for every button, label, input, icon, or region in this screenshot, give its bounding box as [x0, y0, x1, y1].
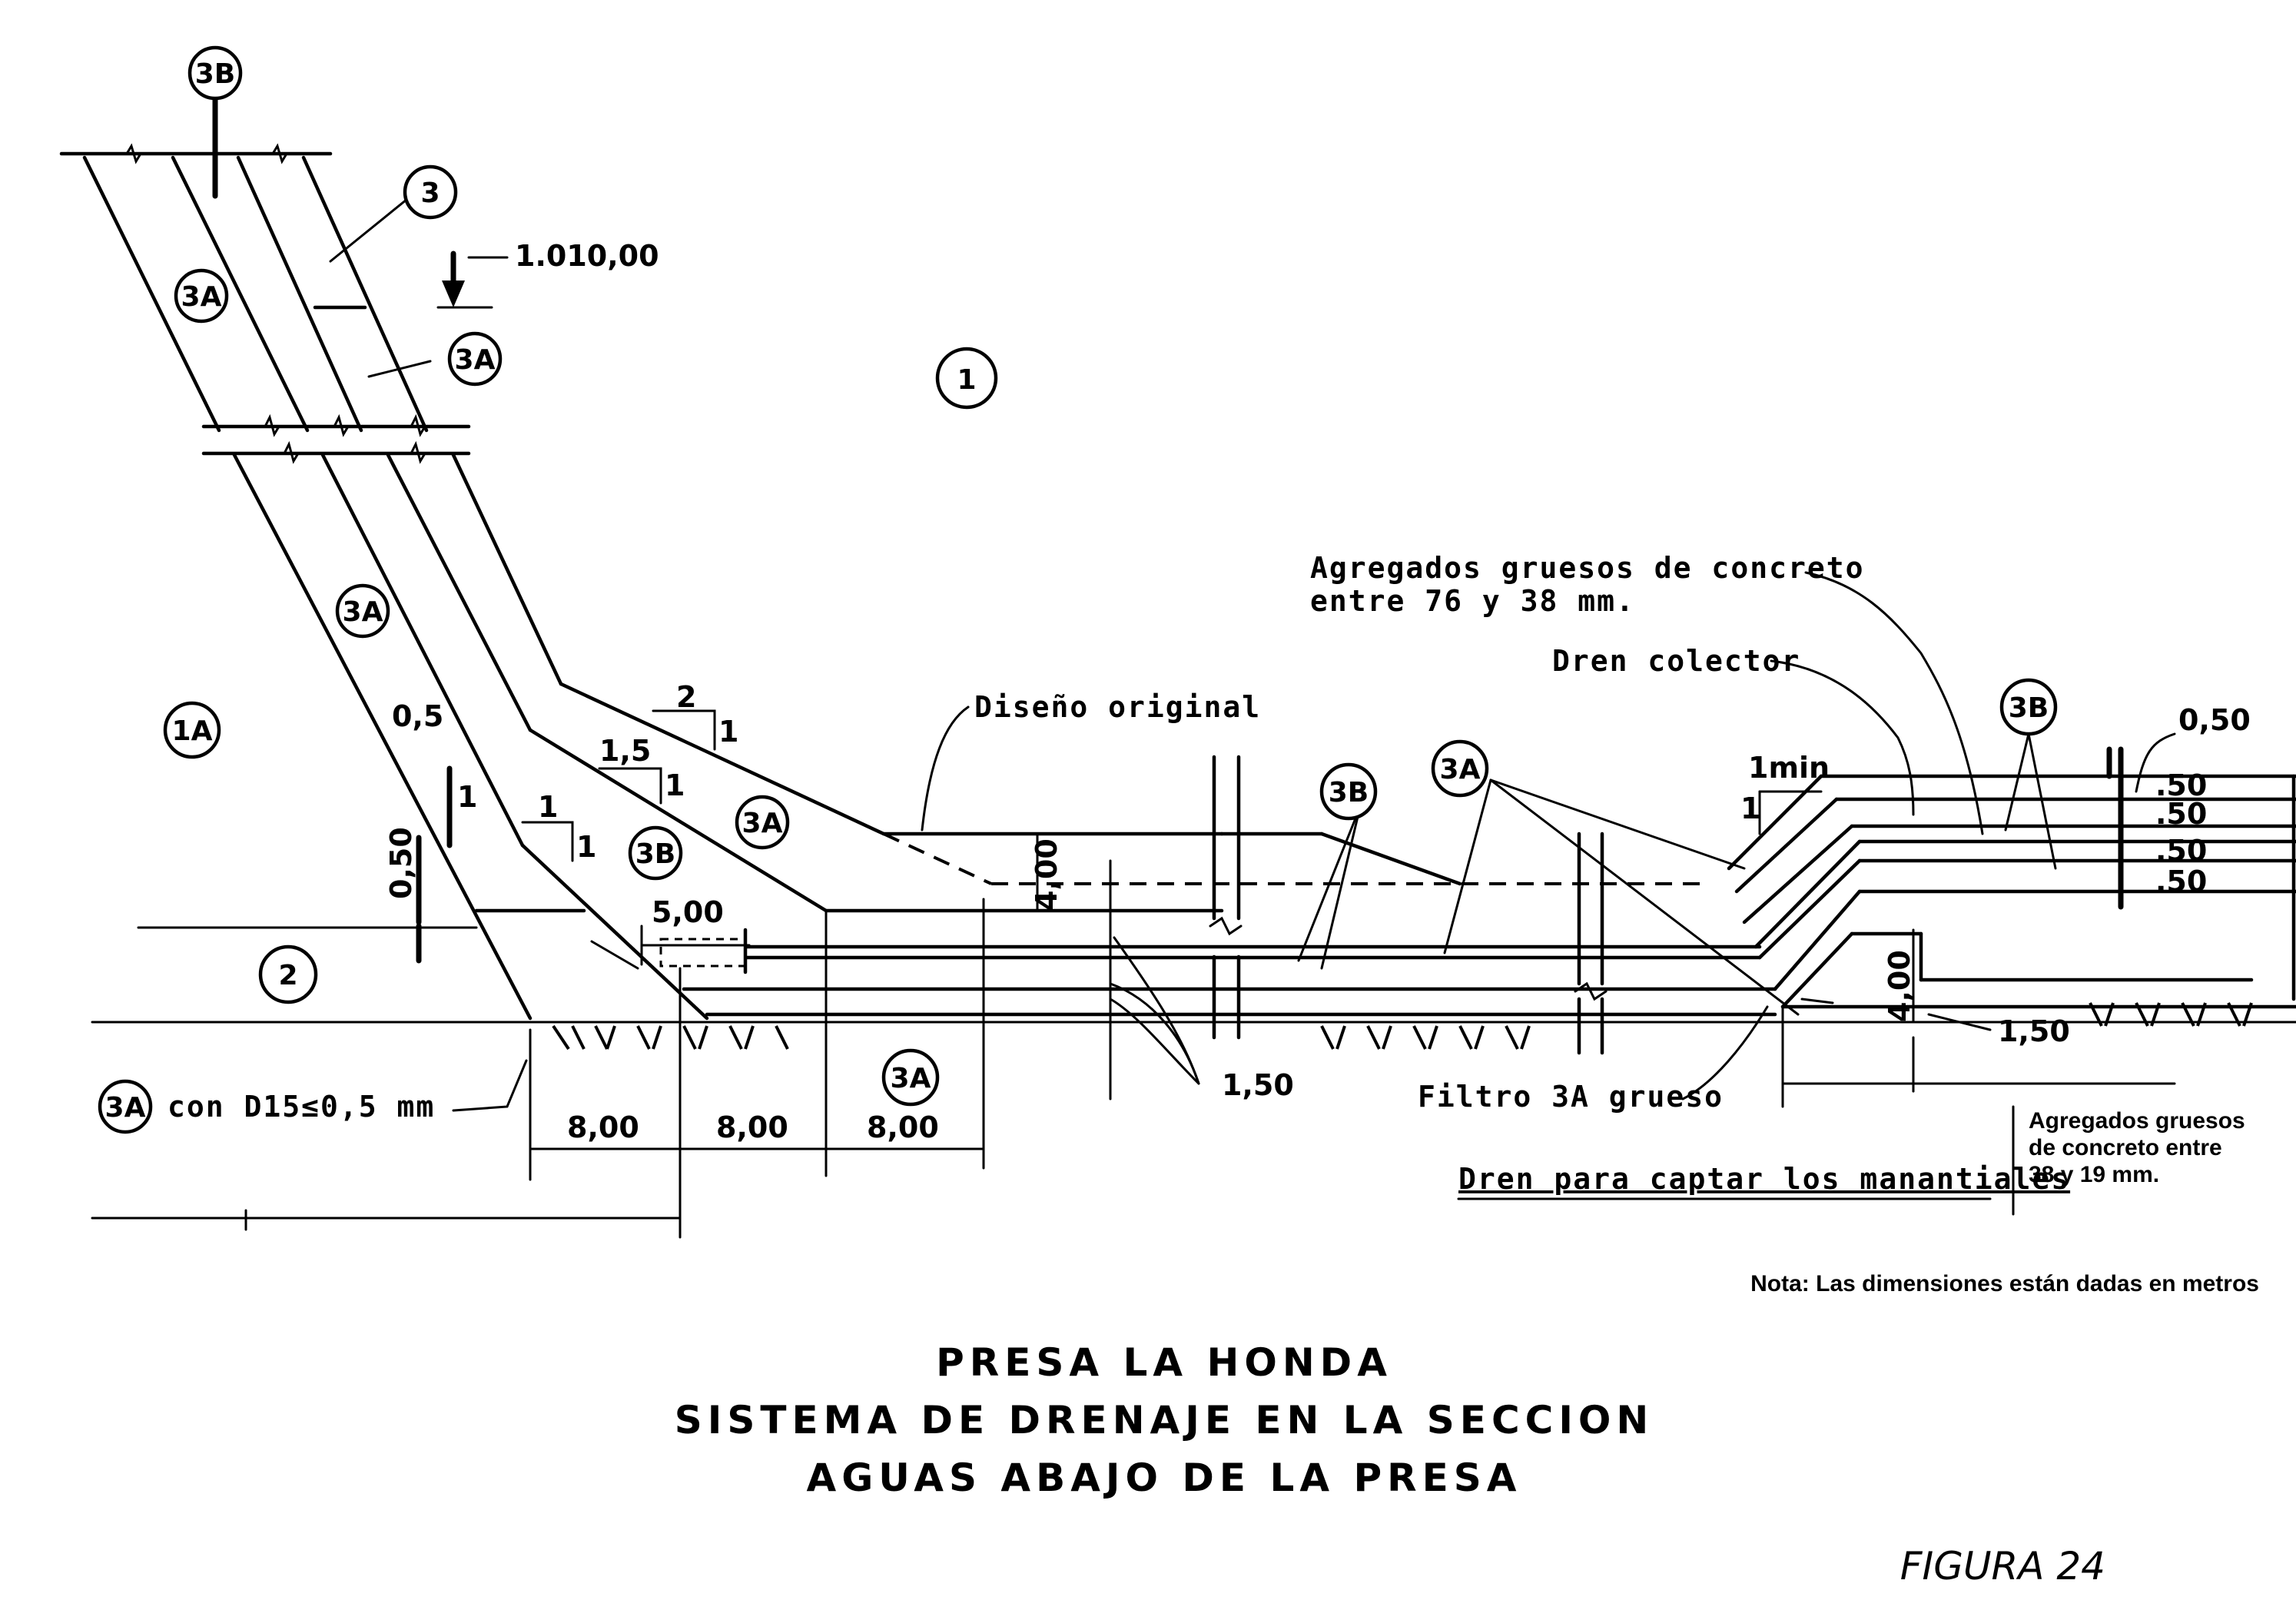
agregados-76-38-line1: Agregados gruesos de concreto: [1310, 551, 1864, 585]
dim-050-right: 0,50: [2178, 703, 2251, 737]
agregados-38-19-line1: Agregados gruesos: [2029, 1108, 2245, 1134]
title-block: PRESA LA HONDA SISTEMA DE DRENAJE EN LA …: [675, 1340, 2105, 1588]
leader-lines: [329, 194, 2176, 1112]
agregados-38-19-line2: de concreto entre: [2029, 1135, 2222, 1160]
slope-one-c: 1: [538, 790, 558, 824]
zone-3a-filter-left: 3A: [98, 1079, 153, 1134]
svg-text:3B: 3B: [2009, 692, 2049, 724]
dimension-texts: 1.010,00 8,00 8,00 8,00 5,00 4,00 4,00 1…: [384, 239, 2251, 1144]
slope-geometry: [232, 453, 1224, 1021]
zone-3a-left-upper: 3A: [174, 268, 229, 324]
zone-3b-top: 3B: [187, 45, 243, 101]
zone-3a-right-upper: 3A: [447, 331, 503, 387]
dim-8-c: 8,00: [867, 1110, 939, 1144]
svg-text:3: 3: [420, 178, 440, 209]
agregados-38-19-line3: 38 y 19 mm.: [2029, 1162, 2159, 1187]
zone-3a-toe: 3A: [735, 795, 790, 850]
layer-50-4: .50: [2155, 865, 2207, 898]
title-line3: AGUAS ABAJO DE LA PRESA: [807, 1456, 1522, 1500]
zone-3a-bottom: 3A: [881, 1048, 940, 1107]
svg-text:1A: 1A: [172, 715, 213, 747]
dim-150-b: 1,50: [1998, 1014, 2070, 1048]
slope-one-e: 1: [457, 780, 477, 814]
svg-text:3A: 3A: [105, 1092, 146, 1124]
svg-text:3A: 3A: [1440, 754, 1481, 785]
ground-line: [91, 926, 2296, 1051]
svg-text:1: 1: [957, 364, 976, 396]
zone-3b-right: 3B: [1999, 678, 2058, 736]
svg-text:2: 2: [278, 960, 297, 991]
title-line2: SISTEMA DE DRENAJE EN LA SECCION: [675, 1398, 1654, 1442]
svg-text:3B: 3B: [195, 58, 236, 90]
svg-text:3B: 3B: [1329, 777, 1369, 808]
con-d15: con D15≤0,5 mm: [168, 1090, 435, 1124]
svg-text:3A: 3A: [455, 344, 496, 376]
slope-one-f: 1: [1740, 792, 1760, 825]
upper-filter-bands: [59, 143, 429, 433]
dim-8-b: 8,00: [716, 1110, 788, 1144]
zone-1: 1: [935, 347, 998, 410]
layer-50-1: .50: [2155, 768, 2207, 802]
dim-150-a: 1,50: [1222, 1068, 1294, 1102]
dimension-lines: [91, 93, 2176, 1239]
title-line1: PRESA LA HONDA: [936, 1340, 1392, 1385]
layer-50-3: .50: [2155, 834, 2207, 868]
svg-text:3A: 3A: [181, 281, 222, 313]
elevation-label: 1.010,00: [515, 239, 659, 273]
zone-1a: 1A: [163, 701, 221, 759]
break-lines: [201, 413, 471, 464]
dim-4-a: 4,00: [1030, 838, 1063, 911]
slope-1min: 1min: [1748, 751, 1830, 785]
zone-3a-drain: 3A: [1431, 739, 1489, 798]
zone-3-top: 3: [403, 164, 458, 220]
agregados-76-38-line2: entre 76 y 38 mm.: [1310, 584, 1635, 618]
dren-colector: Dren colector: [1552, 644, 1800, 678]
layer-50-2: .50: [2155, 797, 2207, 831]
slope-one-b: 1: [665, 768, 685, 802]
filtro-3a-grueso: Filtro 3A grueso: [1418, 1080, 1724, 1114]
slope-one-d: 1: [576, 830, 596, 864]
annotation-texts: Agregados gruesos de concreto entre 76 y…: [168, 551, 2259, 1296]
svg-text:3A: 3A: [742, 808, 783, 839]
dim-8-a: 8,00: [567, 1110, 639, 1144]
slope-2: 2: [676, 680, 696, 714]
dren-manantiales: Dren para captar los manantiales: [1458, 1162, 2070, 1196]
svg-text:3A: 3A: [343, 596, 383, 628]
zone-3b-mid: 3B: [628, 825, 683, 881]
figure-label: FIGURA 24: [1900, 1544, 2105, 1588]
dim-4-b: 4,00: [1883, 950, 1916, 1022]
slope-15: 1,5: [599, 734, 651, 768]
zone-labels: 3B 3 3A 3A 1 3A 1A 3B: [98, 45, 2058, 1134]
dim-5: 5,00: [652, 895, 724, 929]
units-note: Nota: Las dimensiones están dadas en met…: [1750, 1271, 2259, 1296]
zone-3b-drain: 3B: [1319, 762, 1378, 821]
svg-text:3A: 3A: [891, 1063, 931, 1094]
dim-050-vertical: 0,50: [384, 827, 418, 899]
zone-3a-mid: 3A: [335, 583, 390, 639]
slope-05: 0,5: [392, 699, 443, 733]
zone-2: 2: [258, 944, 318, 1004]
svg-text:3B: 3B: [635, 838, 676, 870]
drain-bands: [659, 774, 2296, 1017]
diseno-original: Diseño original: [974, 690, 1261, 724]
slope-one-a: 1: [718, 715, 738, 749]
